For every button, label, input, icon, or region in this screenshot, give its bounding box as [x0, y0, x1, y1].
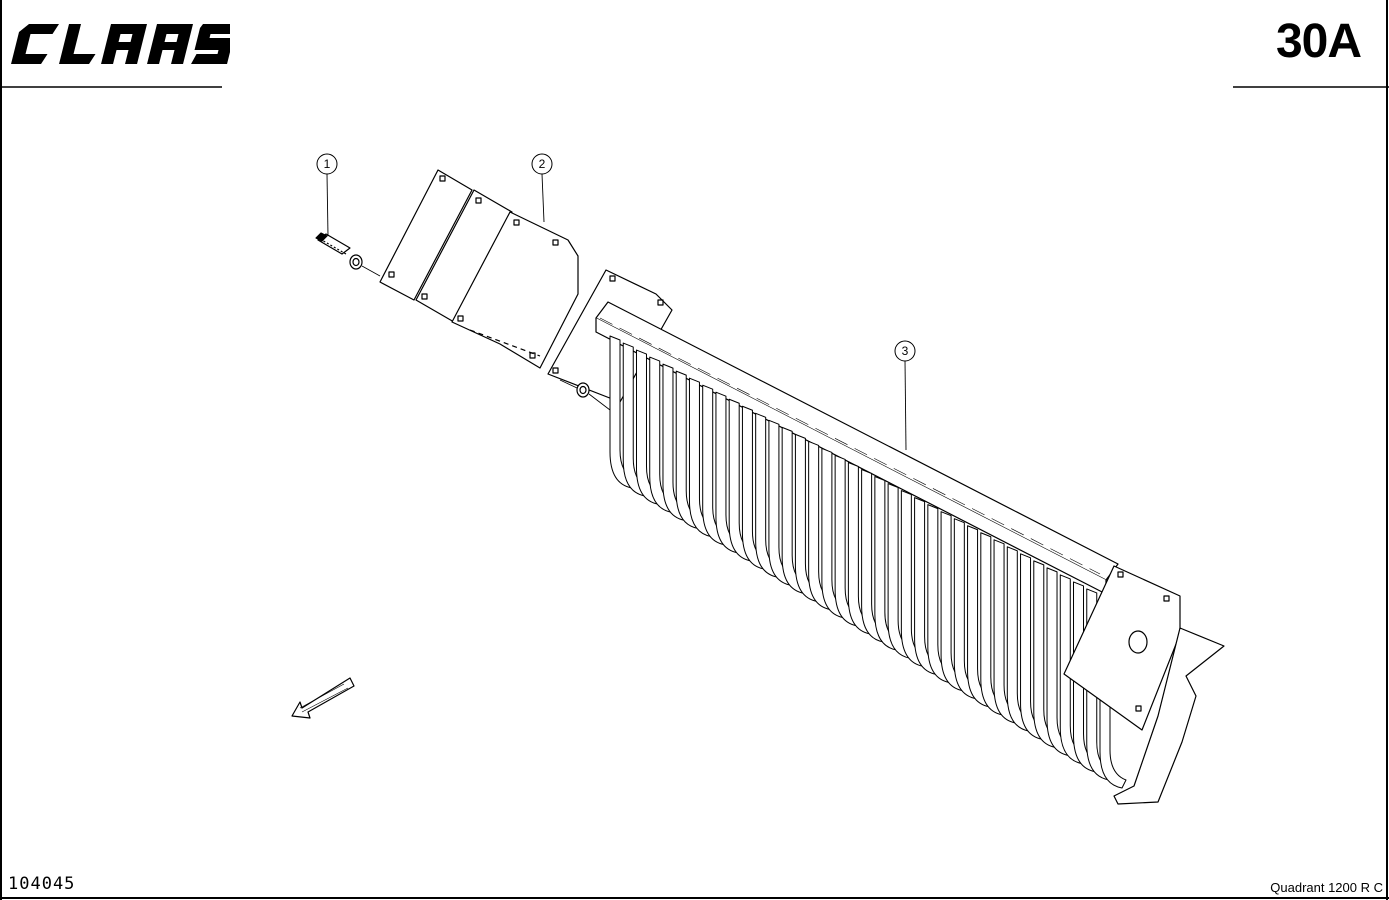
drawing-number: 104045: [8, 874, 76, 894]
tine-comb-assembly: [547, 269, 1225, 805]
mounting-plate-c: [451, 211, 579, 369]
callout-2: 2: [531, 153, 553, 175]
mounting-plate-a: [379, 169, 473, 301]
mounting-plate-b: [415, 189, 513, 323]
svg-text:2: 2: [539, 157, 546, 171]
svg-text:3: 3: [902, 344, 909, 358]
page-code: 30A: [1275, 15, 1362, 68]
callout-3: 3: [894, 340, 916, 362]
svg-text:1: 1: [324, 157, 331, 171]
bolt-part: [315, 232, 351, 255]
model-name: Quadrant 1200 R C: [1270, 880, 1383, 895]
claas-logo: [11, 24, 230, 64]
direction-arrow: [291, 677, 355, 719]
washer-part: [349, 254, 363, 270]
callout-1: 1: [316, 153, 338, 175]
